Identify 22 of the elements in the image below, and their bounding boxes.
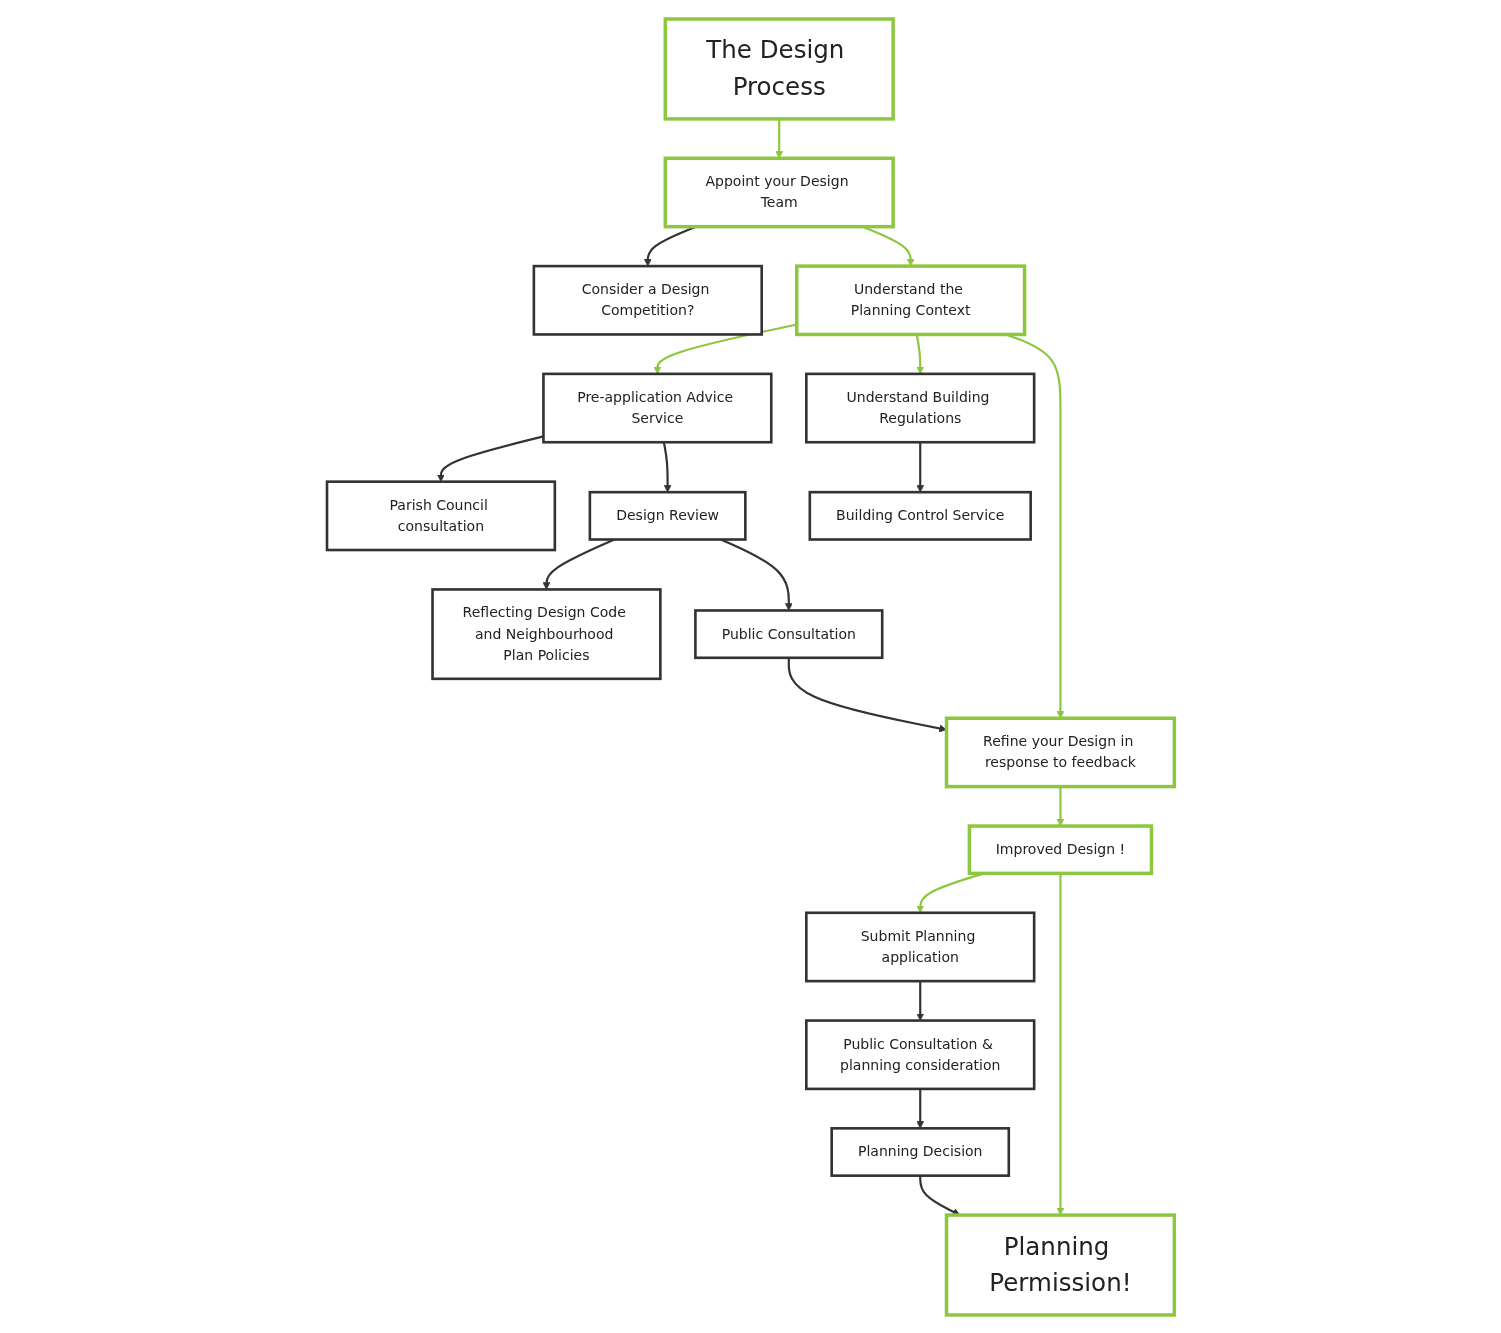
arrow — [1056, 786, 1065, 826]
node-box: Reflecting Design Code and Neighbourhood Plan Policies — [431, 587, 662, 680]
node-box: Design Review — [588, 490, 747, 541]
node-box: Pre-application Advice Service — [541, 372, 773, 444]
node-box: Appoint your Design Team — [663, 156, 895, 228]
node-box: Understand the Planning Context — [794, 263, 1027, 336]
arrow — [1056, 872, 1065, 1215]
node-box: Planning Permission! — [944, 1212, 1176, 1317]
node-box: Public Consultation & planning consideration — [804, 1018, 1036, 1090]
arrow — [436, 434, 544, 482]
node-box: Consider a Design Competition? — [532, 264, 763, 336]
node-box: Public Consultation — [693, 608, 884, 659]
arrow — [916, 980, 924, 1021]
node-box: Planning Decision — [830, 1126, 1010, 1177]
node-box: Refine your Design in response to feedback — [944, 716, 1176, 788]
node-box: Submit Planning application — [804, 910, 1036, 982]
node-box: Building Control Service — [808, 490, 1032, 541]
node-box: The Design Process — [663, 16, 895, 121]
arrow — [915, 333, 924, 374]
node-box: Understand Building Regulations — [804, 372, 1036, 444]
node-box: Parish Council consultation — [325, 479, 556, 551]
node-box: Improved Design ! — [967, 823, 1154, 875]
